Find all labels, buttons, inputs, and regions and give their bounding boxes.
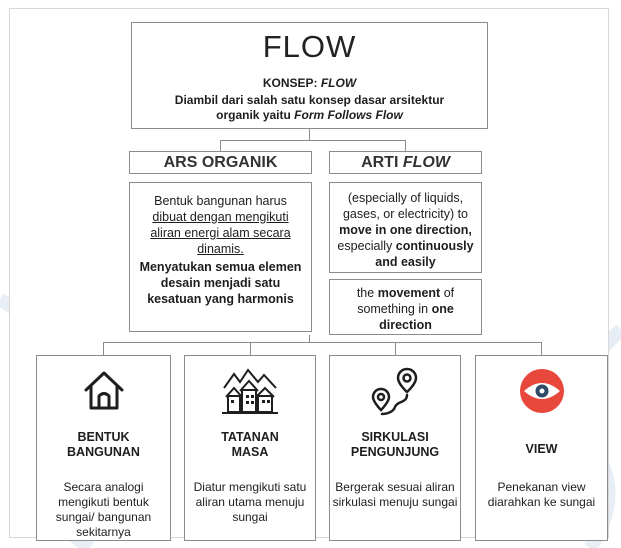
arti-flow-definition1: (especially of liquids, gases, or electr… (329, 182, 482, 273)
def1-bold1: move in one direction, (339, 223, 472, 237)
connector-top-vertical (309, 129, 310, 140)
connector-card1-drop (103, 342, 104, 355)
card-view: VIEW Penekanan view diarahkan ke sungai (475, 355, 608, 541)
ars-organik-header-text: ARS ORGANIK (163, 154, 278, 171)
ars-organik-paragraph2: Menyatukan semua elemen desain menjadi s… (139, 260, 302, 306)
flow-desc-line1: Diambil dari salah satu konsep dasar ars… (174, 93, 445, 107)
ars-p1-plain: Bentuk bangunan harus (154, 194, 287, 208)
def1-plain2: especially (337, 239, 393, 253)
def2-bold2: one direction (379, 302, 454, 332)
card-description: Diatur mengikuti satu aliran utama menuj… (193, 480, 307, 524)
ars-organik-body: Bentuk bangunan harus dibuat dengan meng… (129, 182, 312, 332)
card-title-line2: PENGUNJUNG (350, 445, 440, 459)
arti-flow-header-prefix: ARTI (361, 154, 403, 171)
card-title: TATANAN MASA (187, 430, 313, 460)
connector-bottom-vertical (309, 335, 310, 342)
def2-bold: movement (377, 286, 441, 300)
card-bentuk-bangunan: BENTUK BANGUNAN Secara analogi mengikuti… (36, 355, 171, 541)
house-icon (37, 364, 170, 418)
connector-card4-drop (541, 342, 542, 355)
eye-icon (476, 364, 607, 418)
connector-card3-drop (395, 342, 396, 355)
connector-card2-drop (250, 342, 251, 355)
ars-organik-header: ARS ORGANIK (129, 151, 312, 174)
arti-flow-header: ARTI FLOW (329, 151, 482, 174)
card-title: VIEW (478, 442, 605, 457)
def2-in: in (418, 302, 429, 316)
card-title-line2: BANGUNAN (67, 445, 140, 459)
card-title-line1: SIRKULASI (361, 430, 429, 444)
card-tatanan-masa: TATANAN MASA Diatur mengikuti satu alira… (184, 355, 316, 541)
ars-organik-paragraph1: Bentuk bangunan harus dibuat dengan meng… (130, 193, 311, 257)
def2-prefix: the (356, 286, 375, 300)
card-title-line1: BENTUK (77, 430, 130, 444)
card-description: Secara analogi mengikuti bentuk sungai/ … (55, 480, 152, 539)
ars-p1-underlined: dibuat dengan mengikuti aliran energi al… (150, 210, 291, 256)
card-description: Penekanan view diarahkan ke sungai (487, 480, 596, 509)
konsep-value: FLOW (320, 76, 357, 90)
flow-concept-box: FLOW KONSEP: FLOW Diambil dari salah sat… (131, 22, 488, 129)
connector-right-drop (405, 140, 406, 151)
card-title: BENTUK BANGUNAN (39, 430, 168, 460)
konsep-line: KONSEP: FLOW (132, 76, 487, 90)
connector-top-horizontal (220, 140, 406, 141)
def1-bold2: continuously and easily (375, 239, 474, 269)
card-title-line1: VIEW (525, 442, 558, 456)
buildings-icon (185, 364, 315, 418)
connector-bottom-horizontal (103, 342, 541, 343)
arti-flow-definition2: the movement of something in one directi… (329, 279, 482, 335)
card-title: SIRKULASI PENGUNJUNG (332, 430, 458, 460)
def2-mid: of something (357, 286, 455, 316)
route-pins-icon (330, 364, 460, 418)
flow-description: Diambil dari salah satu konsep dasar ars… (138, 93, 481, 123)
flow-desc-line2-prefix: organik yaitu (216, 108, 295, 122)
flow-desc-line2-emph: Form Follows Flow (294, 108, 403, 122)
card-description: Bergerak sesuai aliran sirkulasi menuju … (332, 480, 458, 509)
connector-left-drop (220, 140, 221, 151)
konsep-prefix: KONSEP: (262, 76, 321, 90)
card-title-line1: TATANAN (221, 430, 279, 444)
card-sirkulasi-pengunjung: SIRKULASI PENGUNJUNG Bergerak sesuai ali… (329, 355, 461, 541)
flow-title: FLOW (262, 29, 357, 64)
card-title-line2: MASA (231, 445, 269, 459)
def1-plain: (especially of liquids, gases, or electr… (342, 191, 469, 221)
arti-flow-header-emph: FLOW (402, 154, 450, 171)
